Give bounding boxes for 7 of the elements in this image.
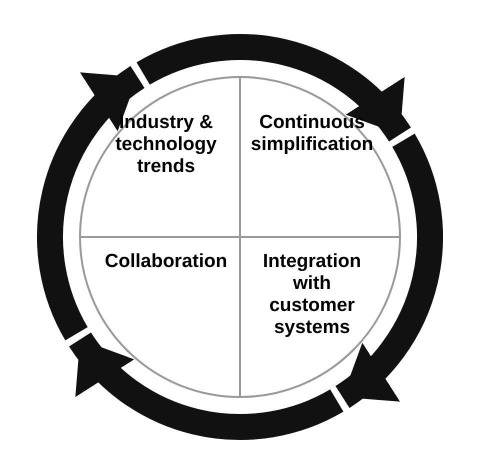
cycle-arrow [37,66,146,340]
cycle-arrow [334,134,443,408]
cycle-arrow [137,34,410,142]
cycle-arrow [70,332,343,440]
sector-label: Industry & technology trends [114,112,218,178]
sector-label: Integration with customer systems [262,251,362,339]
sector-label: Collaboration [104,251,228,273]
